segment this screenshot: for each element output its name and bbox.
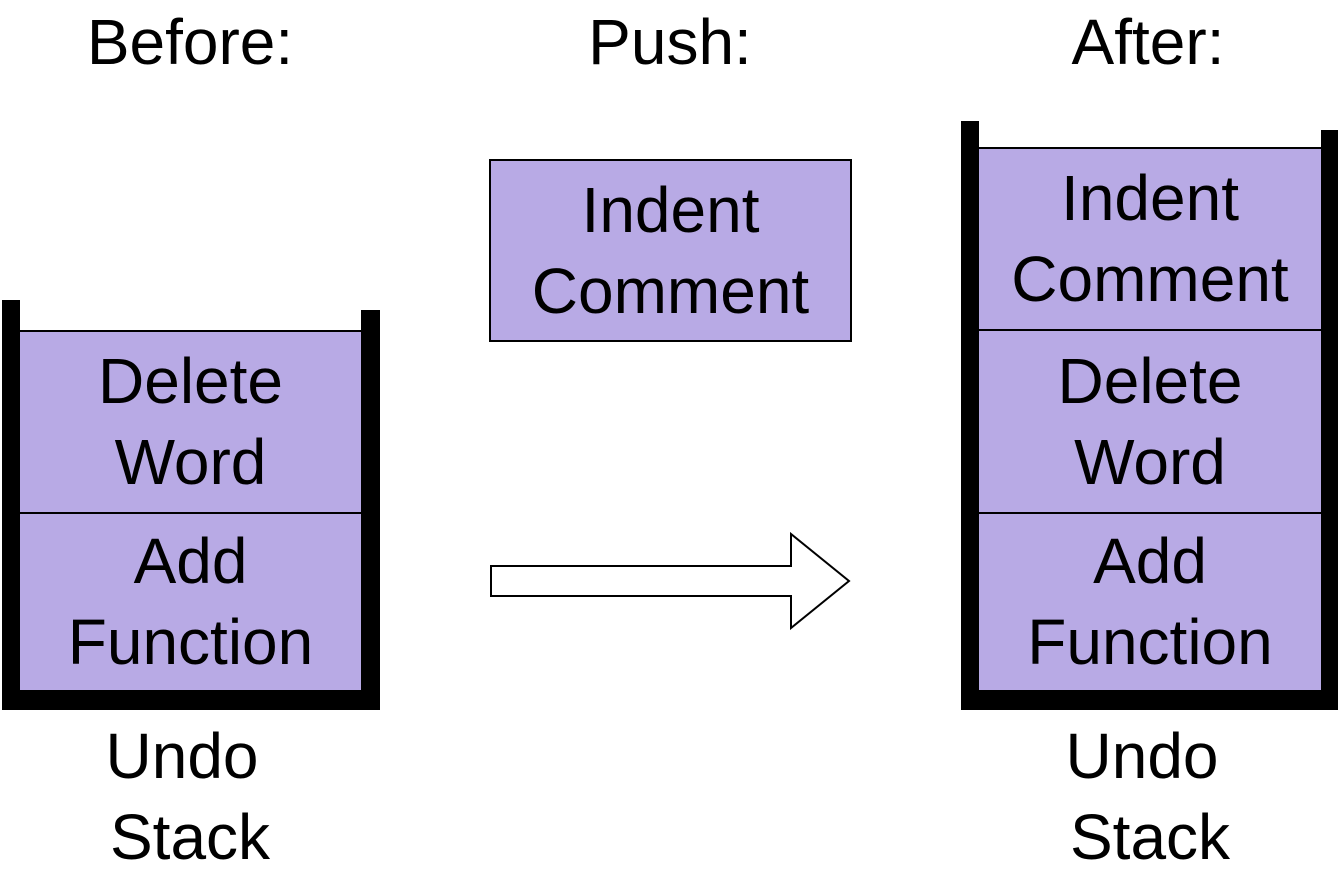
caption-line: Stack	[1069, 801, 1231, 873]
before-stack-caption: Undo Stack	[30, 716, 350, 878]
right-arrow-icon	[490, 531, 851, 631]
heading-push: Push:	[588, 6, 752, 78]
item-line: Delete	[1057, 344, 1243, 417]
item-line: Add	[1093, 525, 1207, 597]
item-line: Comment	[531, 254, 810, 327]
after-stack-item-indent-comment: Indent Comment	[977, 147, 1323, 331]
heading-after: After:	[1071, 6, 1225, 78]
after-stack-item-add-function: Add Function	[977, 512, 1323, 692]
after-stack-left-wall	[961, 121, 979, 710]
caption-line: Undo	[105, 720, 259, 792]
before-stack-floor	[2, 690, 380, 710]
caption-line: Undo	[1065, 720, 1219, 792]
item-line: Comment	[1011, 243, 1289, 315]
item-line: Function	[67, 606, 314, 678]
item-line: Word	[114, 426, 267, 498]
before-stack-left-wall	[2, 300, 20, 710]
item-line: Function	[1027, 606, 1273, 678]
after-stack-item-delete-word: Delete Word	[977, 329, 1323, 514]
item-line: Word	[1074, 425, 1226, 498]
item-line: Add	[133, 525, 248, 597]
after-stack-floor	[961, 690, 1338, 710]
item-line: Delete	[98, 345, 283, 417]
after-stack-right-wall	[1321, 130, 1338, 710]
caption-line: Stack	[109, 801, 271, 873]
item-line: Indent	[581, 173, 760, 246]
before-stack-item-add-function: Add Function	[18, 512, 363, 692]
push-item-indent-comment: Indent Comment	[489, 159, 852, 342]
heading-before: Before:	[86, 6, 294, 78]
before-stack-right-wall	[361, 310, 380, 710]
after-stack-caption: Undo Stack	[990, 716, 1310, 878]
item-line: Indent	[1061, 162, 1239, 234]
before-stack-item-delete-word: Delete Word	[18, 330, 363, 514]
